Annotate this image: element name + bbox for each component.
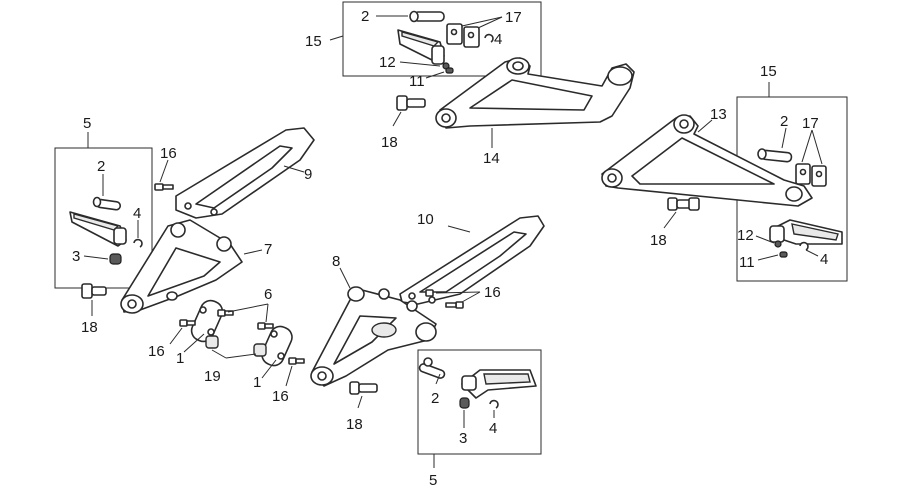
pin-2-left	[92, 196, 122, 211]
callout-4-left: 4	[133, 205, 141, 222]
spacer-19-b	[253, 343, 267, 357]
callout-17-top: 17	[505, 9, 522, 26]
circlip-4-left	[133, 238, 143, 248]
kit-box-top	[342, 1, 542, 77]
callout-15-right: 15	[760, 63, 777, 80]
callout-3-left: 3	[72, 248, 80, 265]
callout-19: 19	[204, 368, 221, 385]
screw-16-c	[288, 357, 305, 365]
callout-11-right: 11	[739, 254, 755, 271]
clip-17-right	[795, 163, 827, 187]
screw-16-a	[154, 183, 174, 191]
callout-14: 14	[483, 150, 500, 167]
callout-2-left: 2	[97, 158, 105, 175]
heel-plate-10	[399, 215, 545, 305]
pin-2-bottom	[418, 357, 446, 379]
bolt-18-bottom	[349, 381, 378, 395]
callout-6: 6	[264, 286, 272, 303]
callout-2-right: 2	[780, 113, 788, 130]
clip-17-top	[446, 23, 480, 48]
callout-12-top: 12	[379, 54, 396, 71]
circlip-4-top	[484, 33, 494, 43]
spring-3-bottom	[459, 397, 470, 409]
callout-8: 8	[332, 253, 340, 270]
screw-6-b	[257, 322, 274, 330]
bracket-14	[435, 57, 635, 129]
callout-13: 13	[710, 106, 727, 123]
callout-18-left: 18	[81, 319, 98, 336]
bolt-18-top	[396, 95, 426, 111]
callout-11-top: 11	[409, 73, 425, 90]
screw-6-a	[217, 309, 234, 317]
screw-16-d	[445, 301, 464, 309]
screw-16-b	[179, 319, 196, 327]
callout-9: 9	[304, 166, 312, 183]
heel-plate-9	[175, 127, 315, 219]
callout-18-right: 18	[650, 232, 667, 249]
callout-10: 10	[417, 211, 434, 228]
callout-15-top: 15	[305, 33, 322, 50]
callout-17-right: 17	[802, 115, 819, 132]
spring-11-right	[779, 251, 788, 258]
callout-4-right: 4	[820, 251, 828, 268]
circlip-4-right	[799, 241, 809, 251]
screw-16-e	[425, 289, 434, 297]
callout-18-bottom: 18	[346, 416, 363, 433]
callout-7: 7	[264, 241, 272, 258]
spring-11-top	[445, 67, 454, 74]
callout-4-top: 4	[494, 31, 502, 48]
callout-16-d: 16	[484, 284, 501, 301]
callout-18-top: 18	[381, 134, 398, 151]
footpeg-bottom	[461, 369, 537, 399]
footpeg-left	[69, 211, 127, 247]
circlip-4-bottom	[489, 399, 499, 409]
plate-1-a	[190, 299, 224, 343]
callout-16-c: 16	[272, 388, 289, 405]
bolt-18-right	[667, 197, 700, 211]
pin-2-right	[757, 148, 793, 163]
bracket-13	[601, 114, 813, 207]
callout-16-a: 16	[160, 145, 177, 162]
callout-5-bottom: 5	[429, 472, 437, 489]
bracket-7	[120, 219, 243, 314]
footpeg-top	[397, 29, 445, 65]
bolt-18-left	[81, 283, 107, 299]
callout-2-top: 2	[361, 8, 369, 25]
bracket-8	[310, 286, 437, 387]
kit-box-bottom	[417, 349, 542, 455]
pin-2-top	[409, 10, 445, 23]
callout-5-left: 5	[83, 115, 91, 132]
callout-1-b: 1	[253, 374, 261, 391]
callout-16-b: 16	[148, 343, 165, 360]
callout-3-bottom: 3	[459, 430, 467, 447]
spacer-19-a	[205, 335, 219, 349]
spring-3-left	[109, 253, 122, 265]
callout-2-bottom: 2	[431, 390, 439, 407]
footpeg-right	[769, 219, 843, 245]
plate-1-b	[261, 325, 293, 367]
callout-1-a: 1	[176, 350, 184, 367]
ball-12-right	[774, 240, 782, 248]
callout-4-bottom: 4	[489, 420, 497, 437]
callout-12-right: 12	[737, 227, 754, 244]
